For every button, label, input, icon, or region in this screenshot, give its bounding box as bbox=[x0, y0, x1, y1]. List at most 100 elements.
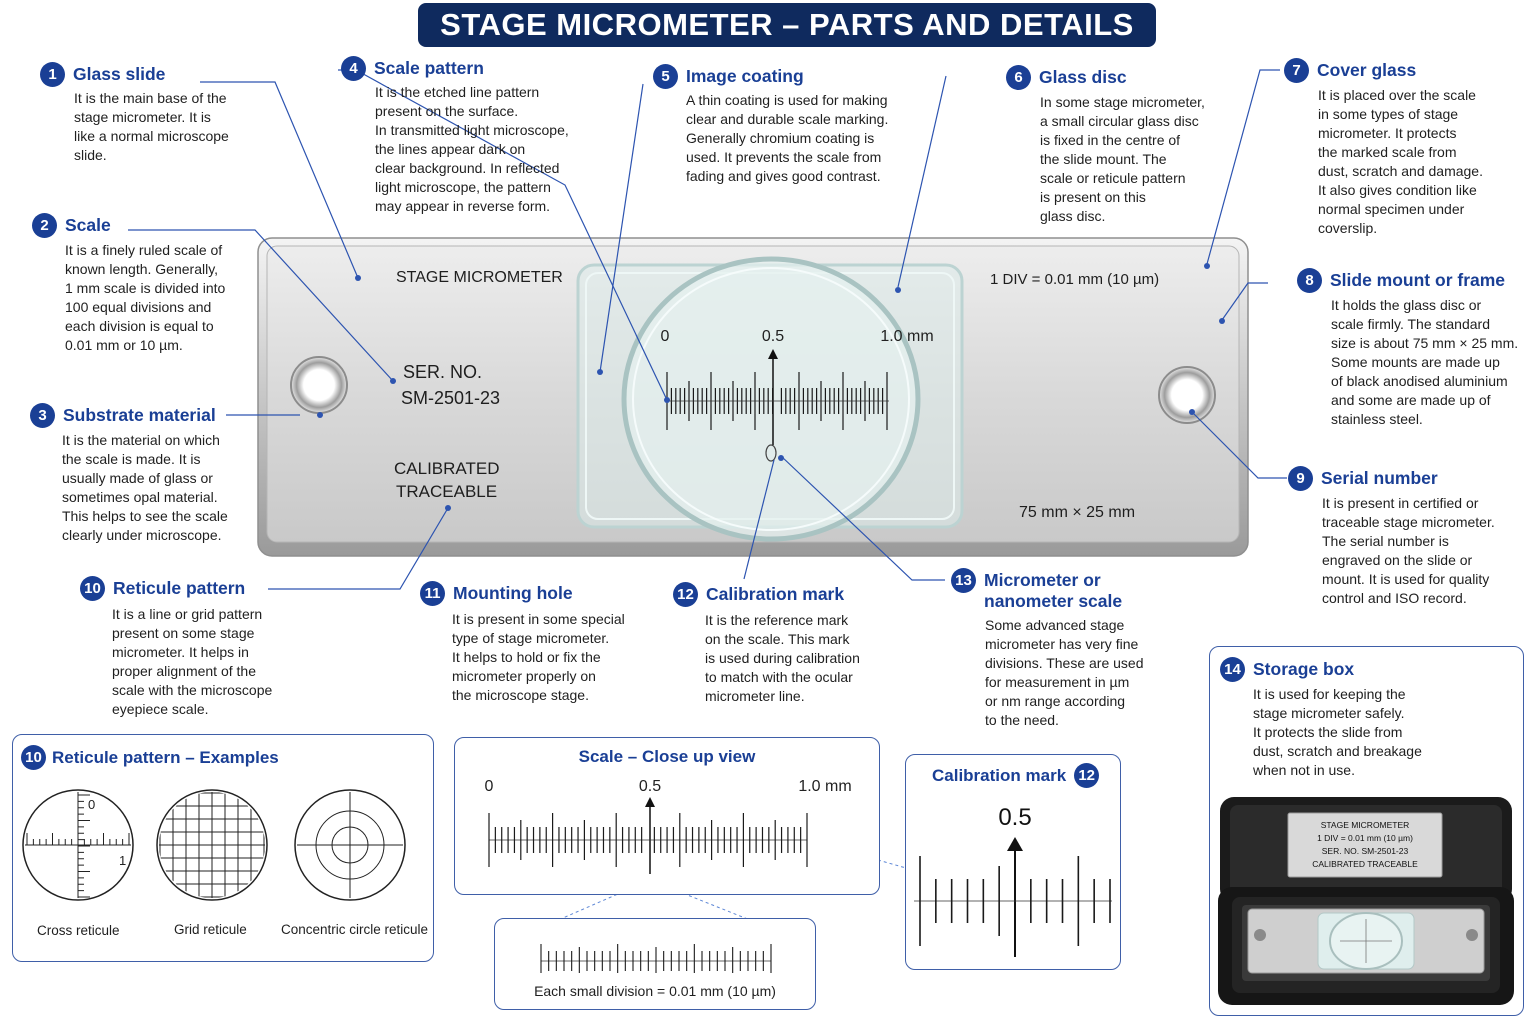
scale-arrow bbox=[768, 349, 778, 359]
callout-text: It is present in certified or traceable … bbox=[1322, 495, 1495, 606]
panel-number: 12 bbox=[1074, 763, 1100, 788]
storage-box-panel: 14 Storage box It is used for keeping the… bbox=[1209, 646, 1524, 1016]
grid-reticule-label: Grid reticule bbox=[174, 922, 247, 937]
callout-text: It holds the glass disc or scale firmly.… bbox=[1331, 297, 1519, 427]
callout-micrometer-scale: 13 Micrometer or nanometer scale Some adv… bbox=[951, 568, 1181, 730]
callout-text: It is used for keeping the stage microme… bbox=[1253, 686, 1422, 778]
callout-title: Reticule pattern bbox=[113, 578, 246, 598]
callout-storage-box: 14 Storage box It is used for keeping the… bbox=[1220, 657, 1510, 780]
box-label-line2: 1 DIV = 0.01 mm (10 µm) bbox=[1317, 833, 1413, 843]
callout-title: Mounting hole bbox=[453, 583, 573, 603]
callout-scale-pattern: 4 Scale pattern It is the etched line pat… bbox=[341, 56, 591, 216]
callout-number: 3 bbox=[30, 403, 55, 428]
closeup-label-left: 0 bbox=[485, 778, 494, 795]
concentric-reticule-label: Concentric circle reticule bbox=[281, 922, 429, 937]
callout-calibration-mark: 12 Calibration mark It is the reference m… bbox=[673, 582, 903, 706]
scale-label-mid: 0.5 bbox=[762, 328, 784, 345]
cross-right-label: 1 bbox=[119, 853, 126, 868]
callout-title: Serial number bbox=[1321, 468, 1438, 488]
mounting-hole-right bbox=[1158, 366, 1216, 424]
cross-reticule-label: Cross reticule bbox=[37, 923, 120, 938]
callout-text: It is the main base of the stage microme… bbox=[74, 90, 229, 163]
traceable-engraving: TRACEABLE bbox=[396, 482, 497, 501]
page-title: STAGE MICROMETER – PARTS AND DETAILS bbox=[418, 3, 1156, 47]
callout-number: 11 bbox=[420, 581, 445, 606]
callout-number: 12 bbox=[673, 582, 698, 607]
callout-mounting-hole: 11 Mounting hole It is present in some sp… bbox=[420, 581, 660, 705]
callout-title: Image coating bbox=[686, 66, 804, 86]
fine-division-note: Each small division = 0.01 mm (10 µm) bbox=[534, 983, 776, 999]
callout-number: 4 bbox=[341, 56, 366, 81]
cross-reticule-drawing: 0 1 bbox=[22, 789, 134, 901]
reticule-drawings: 0 1 bbox=[22, 789, 406, 901]
callout-image-coating: 5 Image coating A thin coating is used fo… bbox=[653, 64, 913, 186]
callout-substrate-material: 3 Substrate material It is the material o… bbox=[30, 403, 260, 545]
closeup-ticks bbox=[488, 813, 808, 867]
callout-number: 9 bbox=[1288, 466, 1313, 491]
callout-title: Substrate material bbox=[63, 405, 216, 425]
callout-title: Glass disc bbox=[1039, 67, 1127, 87]
callout-text: It is the etched line pattern present on… bbox=[375, 84, 569, 214]
callout-number: 1 bbox=[40, 62, 65, 87]
callout-scale: 2 Scale It is a finely ruled scale of kno… bbox=[32, 213, 262, 355]
callout-title: Micrometer or nanometer scale bbox=[984, 570, 1123, 611]
callout-number: 14 bbox=[1220, 657, 1245, 682]
callout-reticule-pattern: 10 Reticule pattern It is a line or grid … bbox=[80, 576, 320, 719]
closeup-scale: 0 0.5 1.0 mm bbox=[485, 778, 852, 874]
callout-title: Cover glass bbox=[1317, 60, 1417, 80]
callout-title: Calibration mark bbox=[706, 584, 845, 604]
callout-number: 13 bbox=[951, 568, 976, 593]
callout-text: It is a finely ruled scale of known leng… bbox=[65, 242, 226, 353]
reticule-examples-panel: 10 Reticule pattern – Examples 0 1 Cross… bbox=[12, 734, 434, 962]
callout-title: Scale bbox=[65, 215, 111, 235]
closeup-label-mid: 0.5 bbox=[639, 778, 661, 795]
callout-glass-slide: 1 Glass slide It is the main base of the … bbox=[40, 62, 270, 165]
grid-reticule-drawing bbox=[156, 789, 268, 901]
mounting-hole-left bbox=[290, 356, 348, 414]
serial-number-label: SER. NO. bbox=[403, 362, 482, 382]
box-label-line3: SER. NO. SM-2501-23 bbox=[1322, 846, 1409, 856]
callout-cover-glass: 7 Cover glass It is placed over the scale… bbox=[1284, 58, 1514, 238]
stage-micrometer-slide: 0 0.5 1.0 mm STAGE MICROMETER 1 DIV = 0.… bbox=[257, 237, 1249, 557]
slide-brand-engraving: STAGE MICROMETER bbox=[396, 269, 563, 286]
panel-title: Scale – Close up view bbox=[578, 747, 756, 766]
callout-title: Glass slide bbox=[73, 64, 166, 84]
serial-number-value: SM-2501-23 bbox=[401, 388, 500, 408]
calibration-mark-drawing: 0.5 bbox=[914, 804, 1112, 957]
callout-text: A thin coating is used for making clear … bbox=[686, 92, 889, 184]
panel-title: Reticule pattern – Examples bbox=[52, 747, 279, 767]
callout-text: It is placed over the scale in some type… bbox=[1318, 87, 1483, 236]
callout-number: 2 bbox=[32, 213, 57, 238]
callout-text: It is the reference mark on the scale. T… bbox=[705, 612, 860, 704]
callout-text: It is present in some special type of st… bbox=[452, 611, 625, 703]
slide-division-engraving: 1 DIV = 0.01 mm (10 µm) bbox=[990, 271, 1159, 288]
callout-number: 10 bbox=[80, 576, 105, 601]
closeup-label-right: 1.0 mm bbox=[798, 778, 851, 795]
calibration-value: 0.5 bbox=[998, 804, 1031, 831]
fine-division-panel: Each small division = 0.01 mm (10 µm) bbox=[494, 918, 816, 1010]
callout-number: 8 bbox=[1297, 268, 1322, 293]
callout-text: Some advanced stage micrometer has very … bbox=[985, 617, 1144, 728]
box-label-line1: STAGE MICROMETER bbox=[1321, 820, 1410, 830]
box-label-line4: CALIBRATED TRACEABLE bbox=[1312, 859, 1418, 869]
callout-text: It is the material on which the scale is… bbox=[62, 432, 228, 543]
callout-title: Scale pattern bbox=[374, 58, 484, 78]
scale-closeup-panel: Scale – Close up view 0 0.5 1.0 mm bbox=[454, 737, 880, 895]
panel-number: 10 bbox=[21, 745, 46, 770]
scale-label-right: 1.0 mm bbox=[880, 328, 933, 345]
concentric-reticule-drawing bbox=[294, 789, 406, 901]
fine-division-scale bbox=[540, 944, 772, 973]
callout-text: In some stage micrometer, a small circul… bbox=[1040, 94, 1205, 224]
callout-number: 7 bbox=[1284, 58, 1309, 83]
callout-glass-disc: 6 Glass disc In some stage micrometer, a … bbox=[1006, 65, 1226, 226]
callout-number: 5 bbox=[653, 64, 678, 89]
slide-size-engraving: 75 mm × 25 mm bbox=[1019, 504, 1135, 521]
callout-text: It is a line or grid pattern present on … bbox=[112, 606, 273, 717]
callout-title: Storage box bbox=[1253, 659, 1355, 679]
scale-label-left: 0 bbox=[661, 328, 670, 345]
callout-number: 6 bbox=[1006, 65, 1031, 90]
callout-serial-number: 9 Serial number It is present in certifie… bbox=[1288, 466, 1524, 608]
cross-top-label: 0 bbox=[88, 797, 95, 812]
calibrated-engraving: CALIBRATED bbox=[394, 459, 500, 478]
